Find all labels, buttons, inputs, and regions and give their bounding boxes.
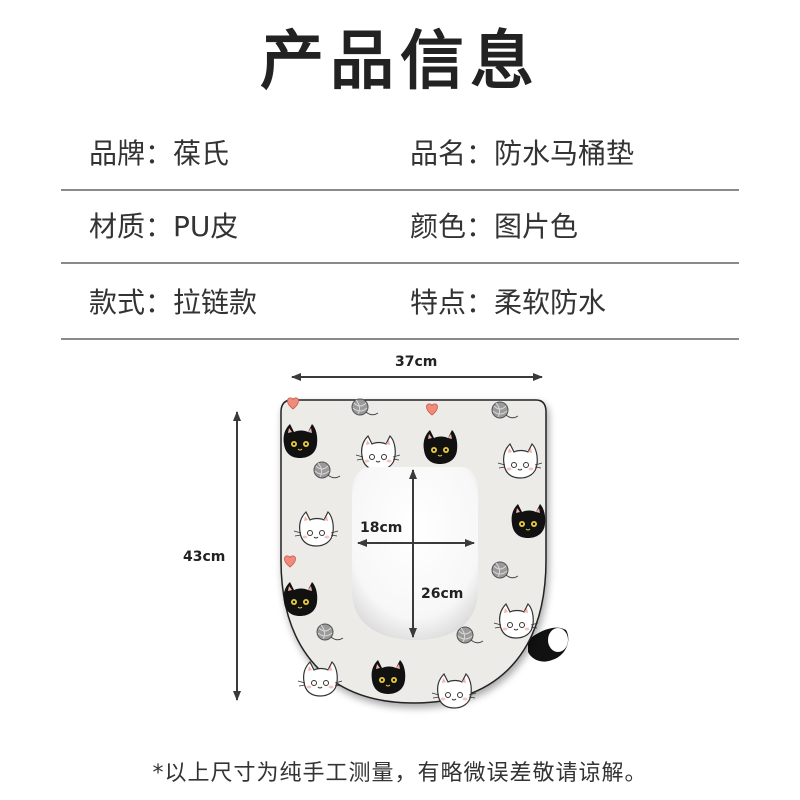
outer-height-label: 43cm [183, 549, 226, 565]
page-title: 产品信息 [260, 25, 540, 99]
spec-label: 品名： [410, 137, 495, 170]
spec-label: 颜色： [410, 210, 495, 243]
spec-value: 柔软防水 [494, 286, 607, 319]
spec-row-3: 款式：拉链款 特点：柔软防水 [61, 268, 739, 340]
seat-hole [352, 467, 478, 640]
spec-label: 特点： [410, 286, 495, 319]
spec-material: 材质：PU皮 [89, 192, 238, 262]
spec-value: PU皮 [173, 210, 239, 243]
spec-color: 颜色：图片色 [410, 192, 578, 262]
spec-label: 品牌： [89, 137, 174, 170]
divider [61, 262, 739, 264]
divider [61, 338, 739, 340]
spec-feature: 特点：柔软防水 [410, 268, 606, 338]
divider [61, 189, 739, 191]
spec-value: 防水马桶垫 [494, 137, 635, 170]
spec-value: 拉链款 [173, 286, 258, 319]
spec-label: 款式： [89, 286, 174, 319]
cat-tail [528, 627, 569, 662]
spec-value: 葆氏 [173, 137, 230, 170]
spec-label: 材质： [89, 210, 174, 243]
outer-width-label: 37cm [395, 354, 438, 370]
spec-row-2: 材质：PU皮 颜色：图片色 [61, 192, 739, 264]
spec-brand: 品牌：葆氏 [89, 119, 229, 189]
spec-row-1: 品牌：葆氏 品名：防水马桶垫 [61, 119, 739, 191]
spec-value: 图片色 [494, 210, 579, 243]
spec-style: 款式：拉链款 [89, 268, 257, 338]
inner-width-label: 18cm [360, 520, 403, 536]
measurement-disclaimer: *以上尺寸为纯手工测量，有略微误差敬请谅解。 [152, 761, 648, 786]
inner-height-label: 26cm [421, 586, 464, 602]
spec-product-name: 品名：防水马桶垫 [410, 119, 634, 189]
